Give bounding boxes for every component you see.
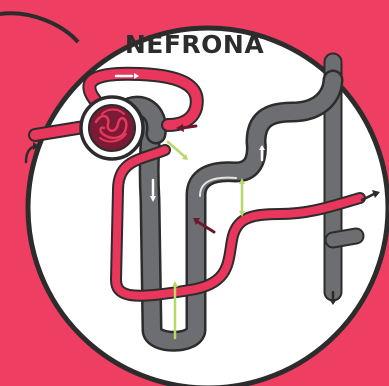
glomerulus xyxy=(81,97,143,159)
return-arrow xyxy=(182,126,196,128)
diagram-title: NEFRONA xyxy=(0,30,389,59)
